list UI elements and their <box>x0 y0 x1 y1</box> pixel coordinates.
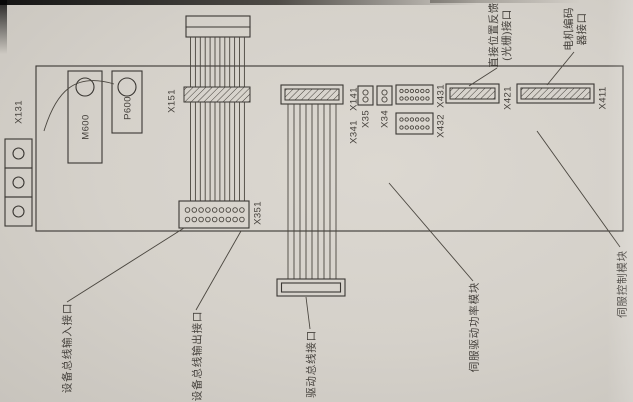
leader-drive-bus <box>305 296 311 330</box>
module-outline <box>35 65 624 232</box>
connector-x151 <box>183 86 251 103</box>
connector-x411 <box>516 83 595 104</box>
component-p600 <box>111 70 143 134</box>
device-bus-ribbon-lower <box>190 102 245 201</box>
device-bus-top-plug <box>185 15 251 38</box>
callout-line: 器接口 <box>576 12 588 46</box>
component-m600 <box>67 70 103 164</box>
device-bus-ribbon-upper <box>190 37 245 87</box>
callout-direct-position-feedback: 直接位置反馈 (光栅)接口 <box>488 2 514 67</box>
callout-line: 电机编码 <box>563 7 575 51</box>
connector-x141 <box>280 84 344 105</box>
connector-label-x141: X141 <box>348 87 360 111</box>
callout-drive-bus: 驱动总线接口 <box>305 330 318 398</box>
connector-x421 <box>445 83 500 104</box>
callout-line: 直接位置反馈 <box>488 2 500 68</box>
leader-servo-drive-power-module <box>388 182 474 282</box>
callout-device-bus-input: 设备总线输入接口 <box>61 302 74 394</box>
connector-label-x432: X432 <box>435 114 447 138</box>
connector-label-m600: M600 <box>80 114 92 140</box>
connector-label-p600: P600 <box>122 96 134 120</box>
leader-motor-encoder <box>546 51 575 86</box>
leader-servo-control-module <box>536 130 621 248</box>
callout-servo-drive-power-module: 伺服驱动功率模块 <box>468 281 481 373</box>
connector-x432 <box>395 112 434 135</box>
connector-label-x35: X35 <box>360 109 372 129</box>
pin-field-x431 <box>399 88 430 101</box>
connector-x351 <box>178 200 250 229</box>
connector-label-x431: X431 <box>435 84 447 108</box>
leader-device-bus-output <box>195 230 242 311</box>
pin-field-x351 <box>184 207 245 223</box>
connector-label-x151: X151 <box>166 89 178 113</box>
connector-label-x131: X131 <box>13 100 25 124</box>
scan-edge-shadow <box>0 0 478 5</box>
connector-label-x34: X34 <box>379 109 391 129</box>
callout-line: (光栅)接口 <box>501 9 513 61</box>
callout-motor-encoder: 电机编码 器接口 <box>563 7 589 51</box>
scan-edge-shadow-right <box>430 0 580 3</box>
pin-field-x432 <box>399 117 430 130</box>
scan-right-highlight <box>607 0 633 402</box>
test-socket-x35 <box>357 85 374 106</box>
connector-x431 <box>395 84 434 105</box>
callout-device-bus-output: 设备总线输出接口 <box>191 310 204 402</box>
scan-corner-shadow <box>0 0 7 54</box>
connector-label-x351: X351 <box>252 201 264 225</box>
drive-bus-bottom-plug <box>276 278 346 297</box>
drive-bus-ribbon <box>287 104 337 279</box>
connector-label-x341: X341 <box>348 120 360 144</box>
connector-label-x421: X421 <box>502 86 514 110</box>
leader-direct-position-feedback <box>468 67 498 87</box>
leader-device-bus-input <box>66 227 185 303</box>
wire-curve <box>43 80 115 132</box>
test-socket-x34 <box>376 85 393 106</box>
test-socket-pins <box>362 89 388 103</box>
terminal-block-x131 <box>4 138 33 227</box>
